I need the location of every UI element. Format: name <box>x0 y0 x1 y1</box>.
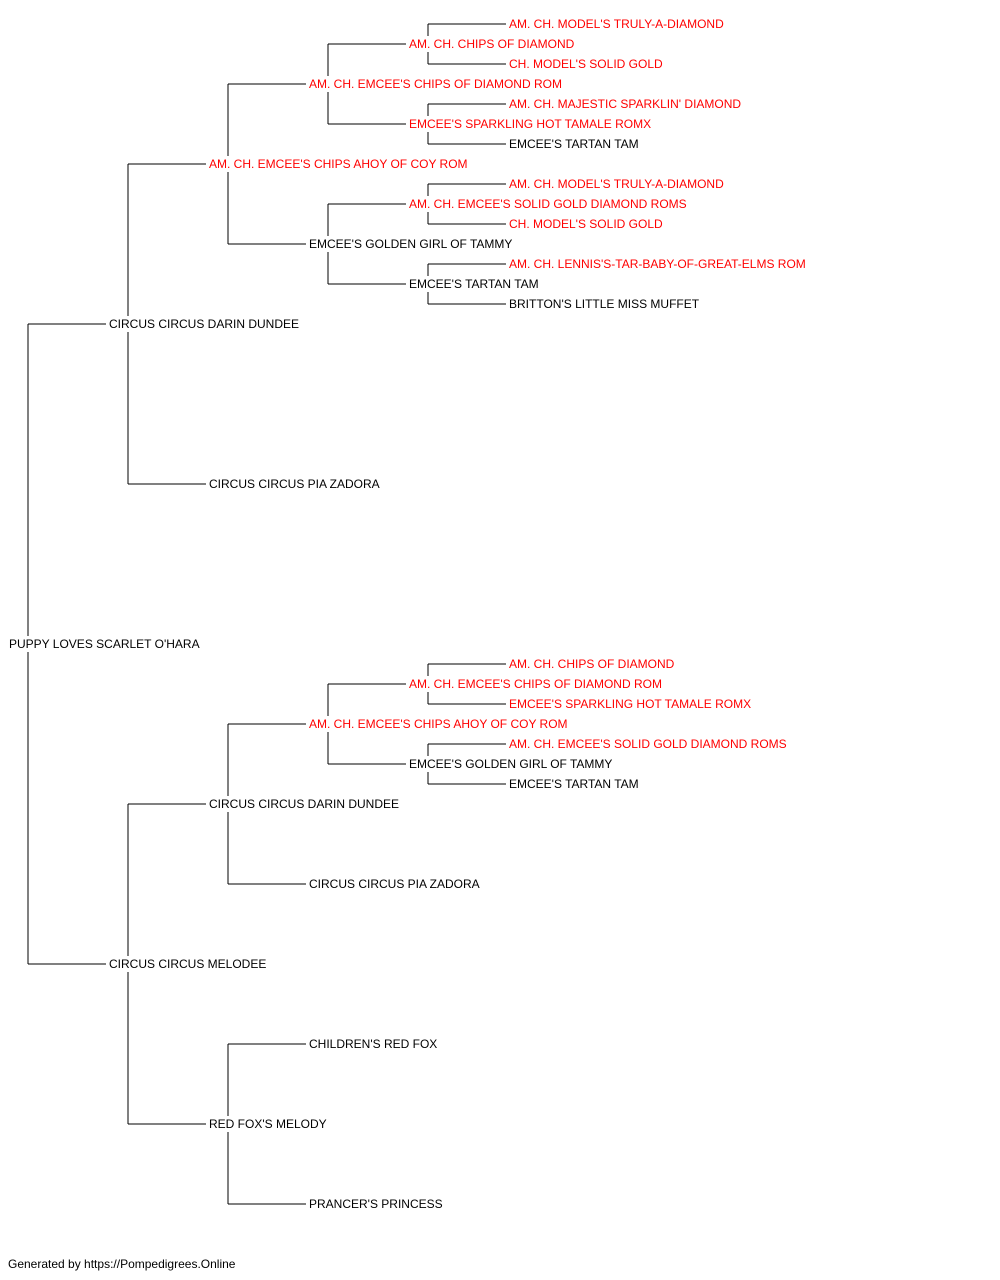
pedigree-node: RED FOX'S MELODY <box>208 1117 328 1131</box>
pedigree-node: AM. CH. EMCEE'S CHIPS AHOY OF COY ROM <box>208 157 469 171</box>
pedigree-node: BRITTON'S LITTLE MISS MUFFET <box>508 297 701 311</box>
pedigree-node: PUPPY LOVES SCARLET O'HARA <box>8 637 201 651</box>
pedigree-node: AM. CH. LENNIS'S-TAR-BABY-OF-GREAT-ELMS … <box>508 257 807 271</box>
pedigree-node: AM. CH. EMCEE'S CHIPS AHOY OF COY ROM <box>308 717 569 731</box>
pedigree-node: CIRCUS CIRCUS MELODEE <box>108 957 268 971</box>
pedigree-node: PRANCER'S PRINCESS <box>308 1197 444 1211</box>
pedigree-node: CH. MODEL'S SOLID GOLD <box>508 217 664 231</box>
pedigree-node: CHILDREN'S RED FOX <box>308 1037 439 1051</box>
pedigree-node: AM. CH. EMCEE'S CHIPS OF DIAMOND ROM <box>308 77 563 91</box>
pedigree-node: EMCEE'S TARTAN TAM <box>508 137 640 151</box>
pedigree-node: CH. MODEL'S SOLID GOLD <box>508 57 664 71</box>
pedigree-node: EMCEE'S GOLDEN GIRL OF TAMMY <box>408 757 614 771</box>
pedigree-node: EMCEE'S SPARKLING HOT TAMALE ROMX <box>408 117 653 131</box>
pedigree-node: CIRCUS CIRCUS PIA ZADORA <box>308 877 481 891</box>
footer-credit: Generated by https://Pompedigrees.Online <box>8 1257 236 1271</box>
pedigree-node: AM. CH. EMCEE'S SOLID GOLD DIAMOND ROMS <box>408 197 688 211</box>
pedigree-node: EMCEE'S GOLDEN GIRL OF TAMMY <box>308 237 514 251</box>
pedigree-node: AM. CH. CHIPS OF DIAMOND <box>508 657 676 671</box>
pedigree-node: CIRCUS CIRCUS DARIN DUNDEE <box>208 797 401 811</box>
pedigree-node: CIRCUS CIRCUS DARIN DUNDEE <box>108 317 301 331</box>
pedigree-node: EMCEE'S TARTAN TAM <box>408 277 540 291</box>
pedigree-node: AM. CH. MAJESTIC SPARKLIN' DIAMOND <box>508 97 743 111</box>
pedigree-node: EMCEE'S TARTAN TAM <box>508 777 640 791</box>
pedigree-node: AM. CH. MODEL'S TRULY-A-DIAMOND <box>508 17 725 31</box>
pedigree-node: AM. CH. CHIPS OF DIAMOND <box>408 37 576 51</box>
pedigree-node: AM. CH. EMCEE'S CHIPS OF DIAMOND ROM <box>408 677 663 691</box>
pedigree-node: AM. CH. EMCEE'S SOLID GOLD DIAMOND ROMS <box>508 737 788 751</box>
pedigree-node: EMCEE'S SPARKLING HOT TAMALE ROMX <box>508 697 753 711</box>
pedigree-node: AM. CH. MODEL'S TRULY-A-DIAMOND <box>508 177 725 191</box>
pedigree-node: CIRCUS CIRCUS PIA ZADORA <box>208 477 381 491</box>
